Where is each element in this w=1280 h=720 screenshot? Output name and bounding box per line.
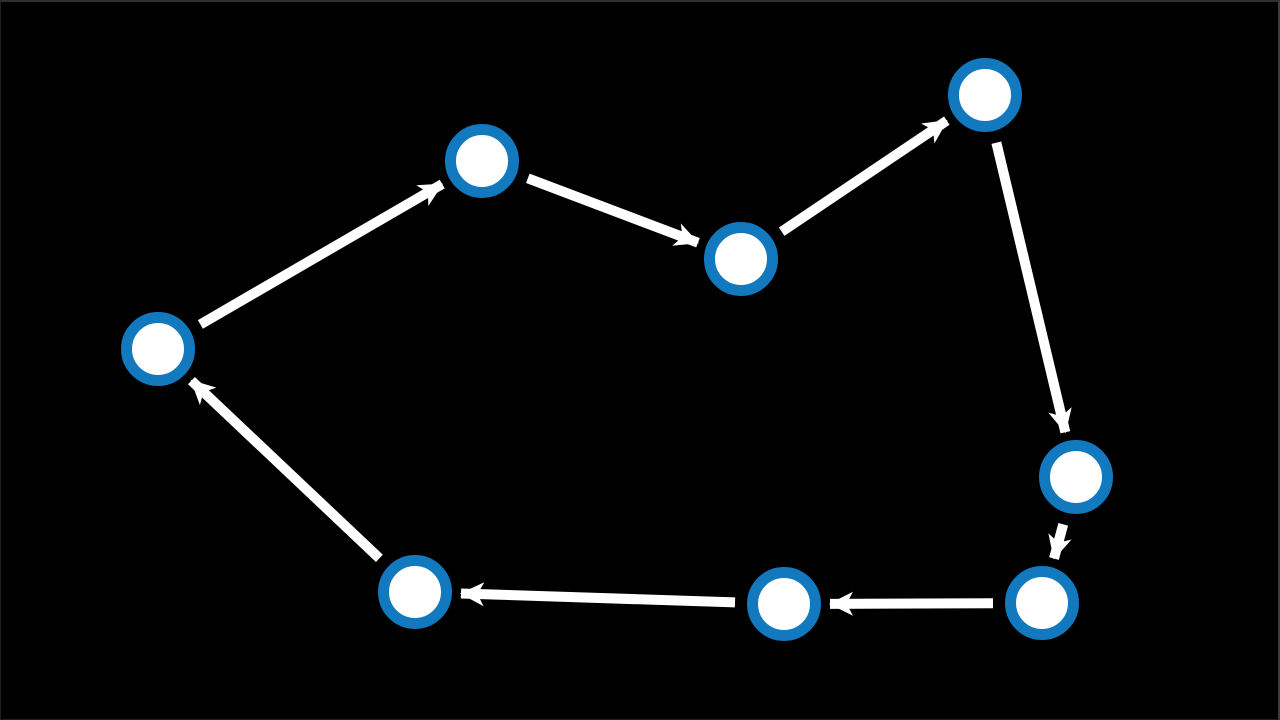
graph-node-top-right — [948, 58, 1022, 132]
nodes-layer — [121, 58, 1113, 641]
graph-edge-node-upper-left-to-node-center — [526, 173, 700, 248]
graph-node-upper-left — [445, 124, 519, 198]
graph-edge-node-left-to-node-upper-left — [197, 179, 445, 329]
graph-edge-node-center-to-node-top-right — [778, 116, 950, 236]
edges-layer — [187, 116, 1072, 616]
graph-node-bottom-center — [747, 567, 821, 641]
graph-node-left — [121, 312, 195, 386]
graph-node-right — [1039, 440, 1113, 514]
graph-edge-node-bottom-left-to-node-left — [187, 376, 383, 562]
graph-node-bottom-left — [378, 555, 452, 629]
graph-node-bottom-right — [1005, 566, 1079, 640]
graph-edge-node-right-to-node-bottom-right — [1048, 523, 1072, 560]
graph-edge-node-bottom-center-to-node-bottom-left — [459, 582, 736, 608]
graph-edge-node-top-right-to-node-right — [991, 141, 1072, 434]
graph-edge-node-bottom-right-to-node-bottom-center — [828, 591, 994, 616]
graph-node-center — [704, 222, 778, 296]
